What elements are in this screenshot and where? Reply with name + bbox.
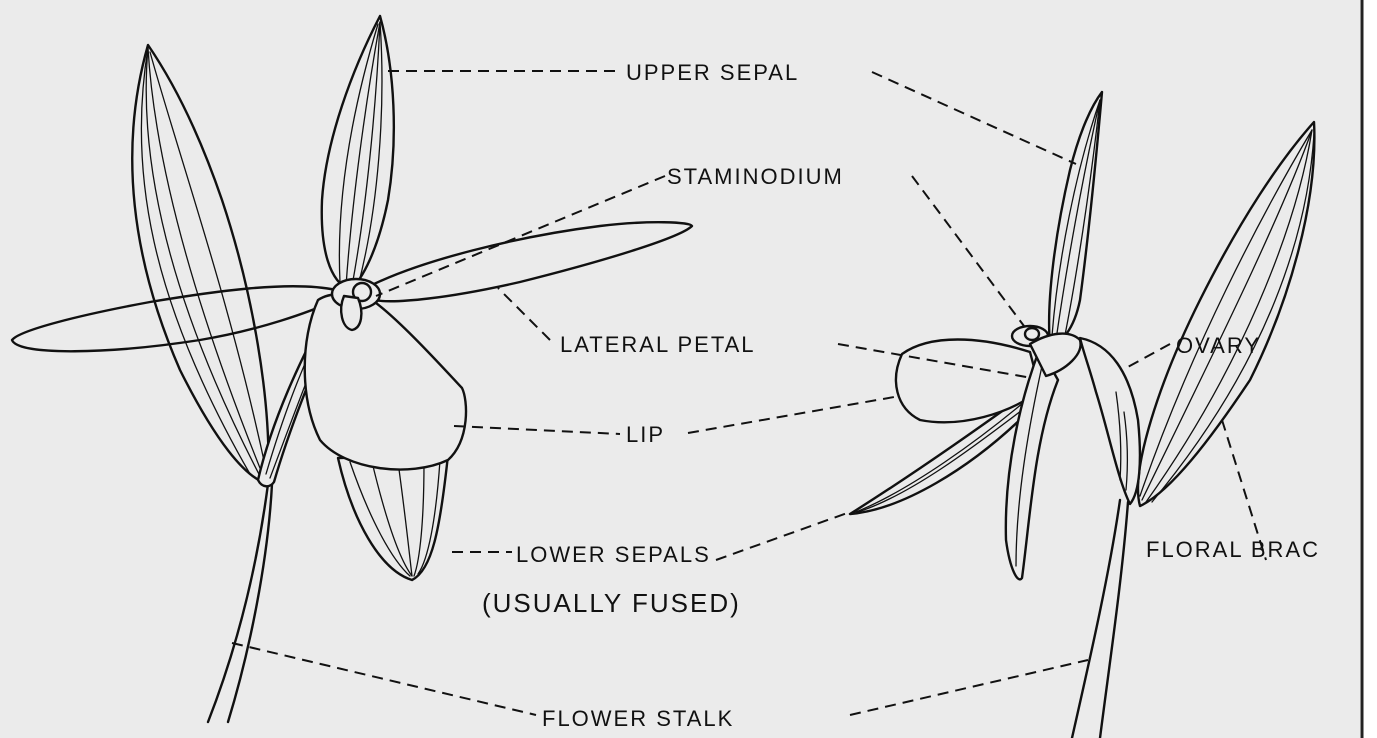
right-upper-sepal — [1049, 92, 1102, 345]
label-lateral-petal: LATERAL PETAL — [560, 332, 756, 357]
left-floral-bract — [132, 45, 268, 484]
right-floral-bract — [1138, 122, 1314, 506]
leader-lateral-petal-left — [498, 288, 550, 340]
leader-lip-right — [688, 396, 900, 433]
leader-flower-stalk-right — [850, 660, 1088, 715]
left-lower-sepals — [338, 455, 448, 580]
label-staminodium: STAMINODIUM — [667, 164, 844, 189]
leader-ovary — [1126, 344, 1170, 368]
label-upper-sepal: UPPER SEPAL — [626, 60, 799, 85]
leader-staminodium-right — [912, 176, 1024, 326]
label-lip: LIP — [626, 422, 665, 447]
leader-lower-sepals-right — [716, 512, 850, 560]
left-upper-sepal — [322, 16, 394, 290]
label-flower-stalk: FLOWER STALK — [542, 706, 734, 731]
label-lower-sepals: LOWER SEPALS — [516, 542, 711, 567]
right-flower-stalk — [1072, 500, 1128, 738]
left-lateral-petal-left — [12, 286, 336, 351]
leader-lip-left — [454, 426, 620, 434]
leader-upper-sepal-right — [872, 72, 1076, 164]
left-lateral-petal-right — [366, 222, 692, 301]
label-lower-sepals-note: (USUALLY FUSED) — [482, 588, 741, 618]
label-ovary: OVARY — [1176, 333, 1261, 358]
left-lip — [305, 294, 466, 470]
left-flower-stalk — [208, 484, 272, 722]
right-lip — [896, 340, 1040, 423]
right-flower — [850, 92, 1314, 738]
leader-flower-stalk-left — [232, 643, 536, 715]
label-floral-bract: FLORAL BRAC — [1146, 537, 1320, 562]
right-ovary — [1080, 338, 1140, 504]
